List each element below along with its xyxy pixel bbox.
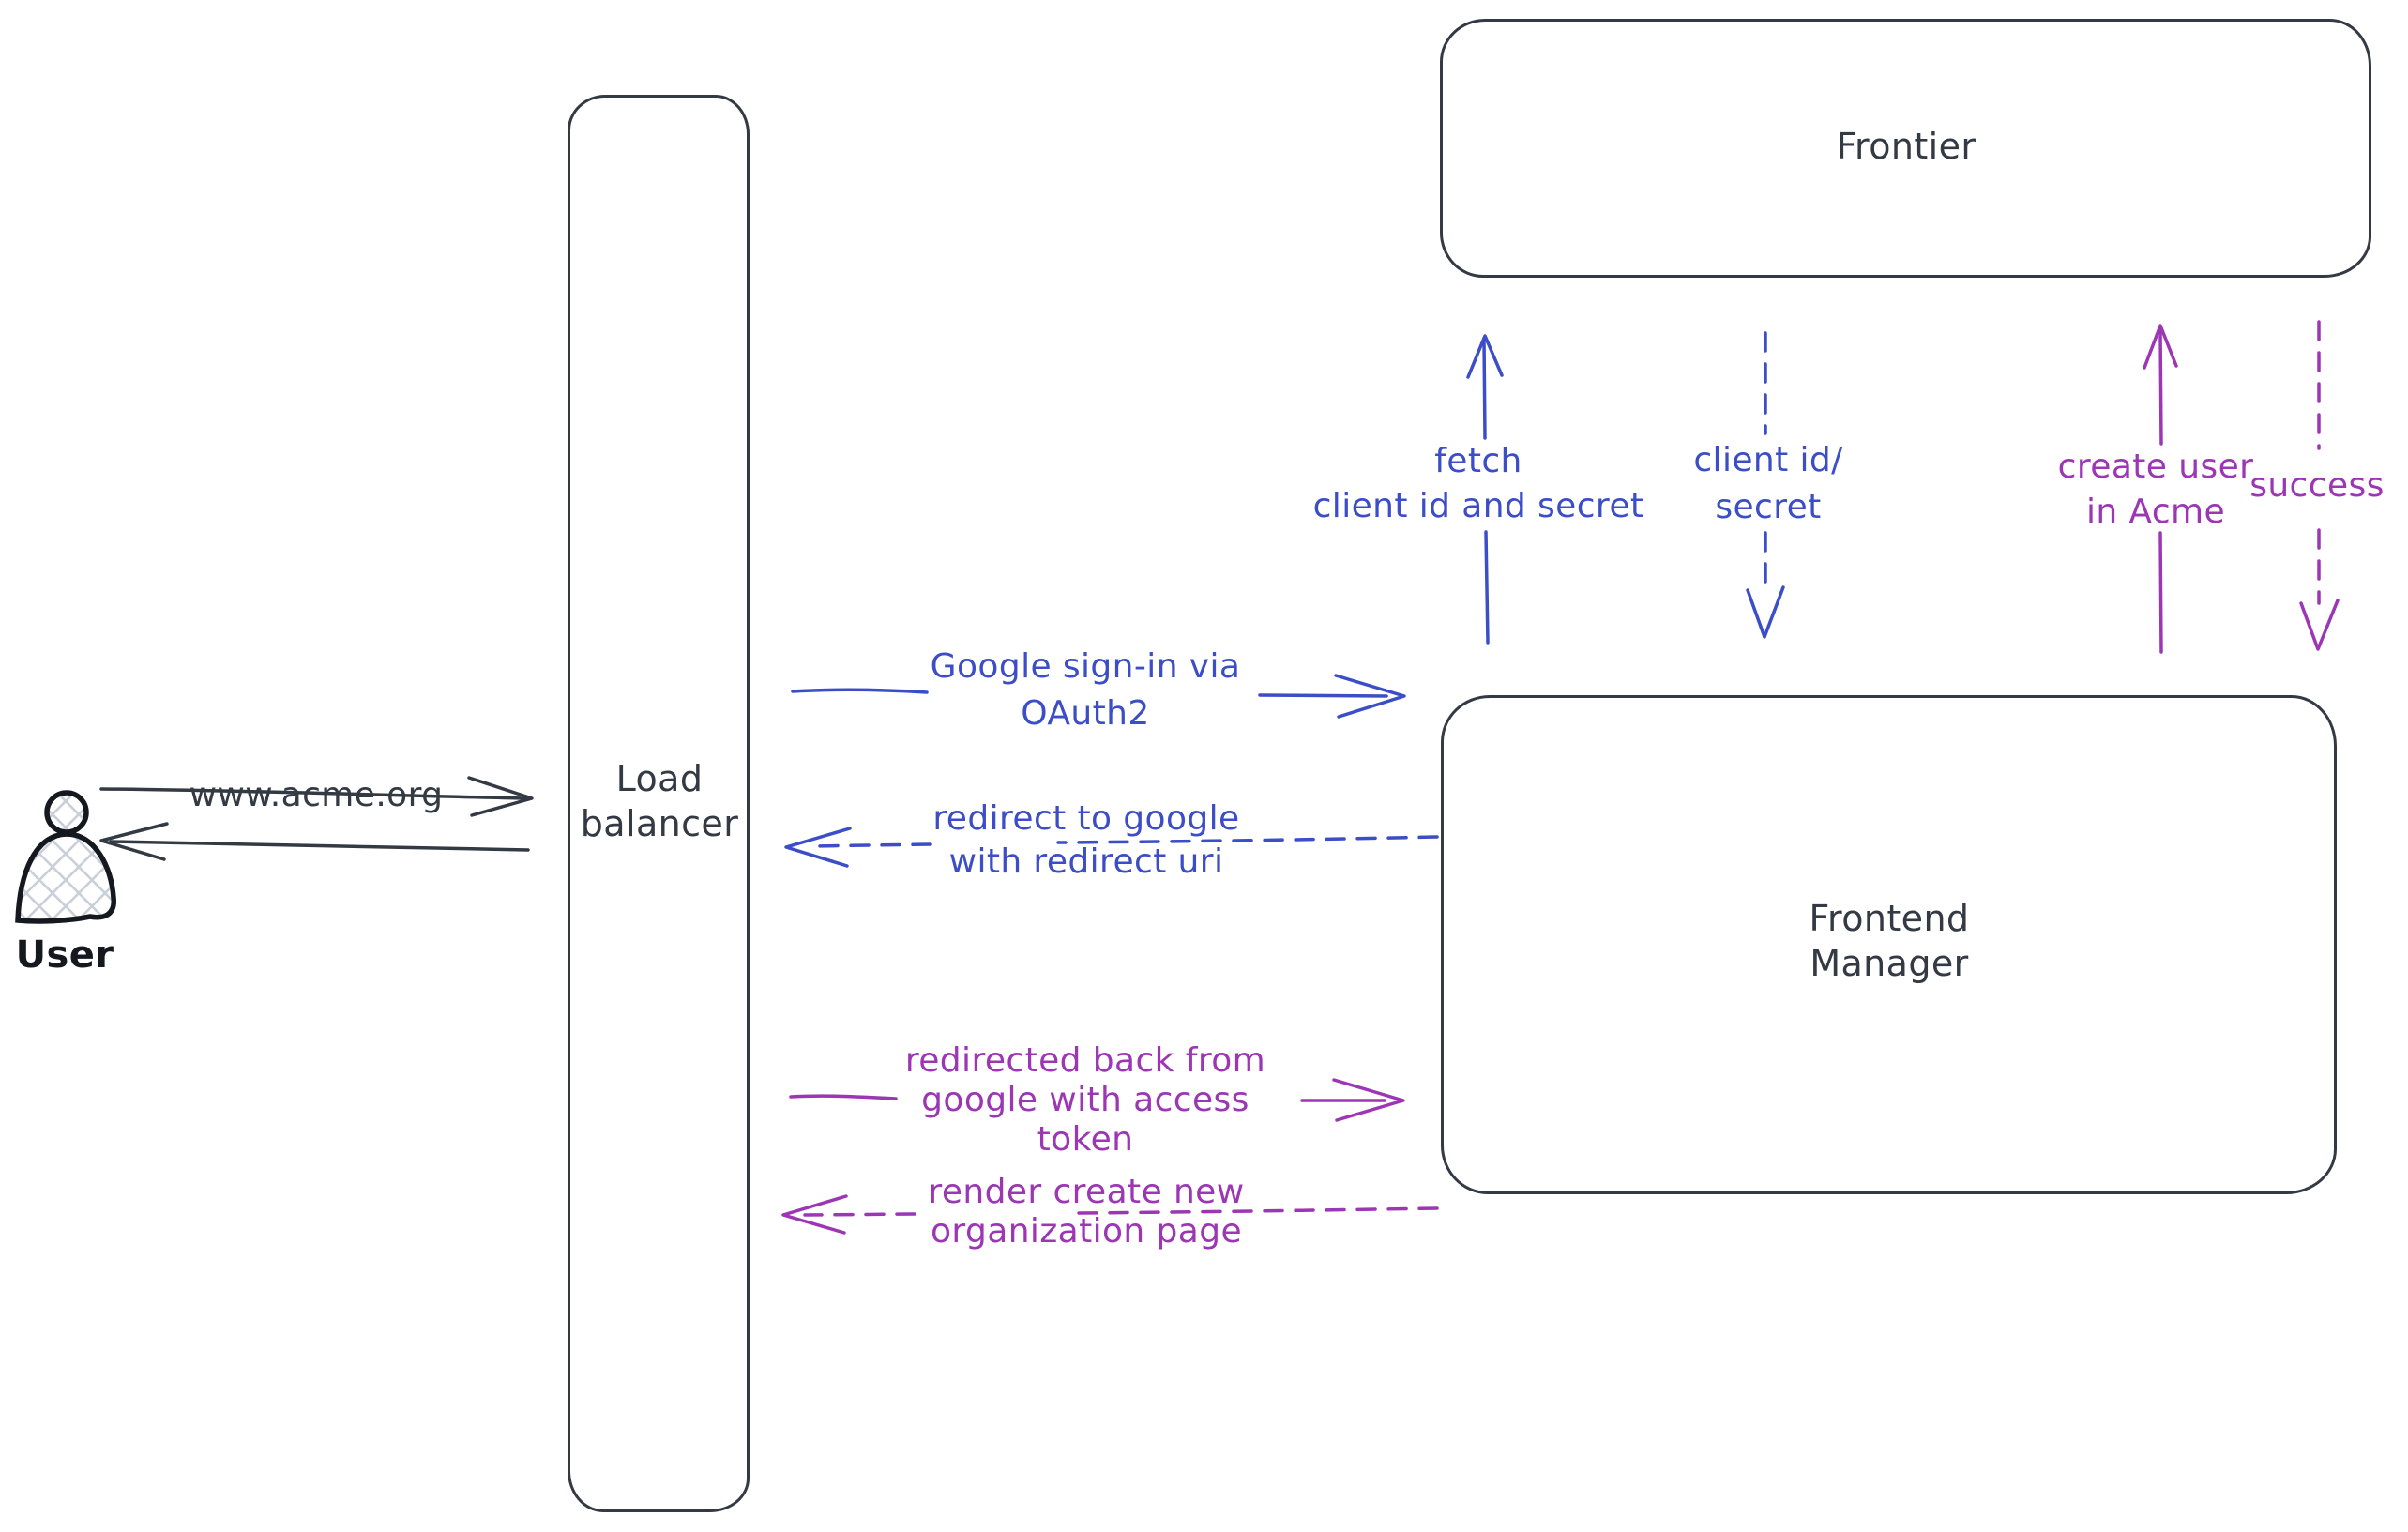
arrow-success[interactable] (2299, 320, 2340, 651)
user-body (15, 831, 116, 924)
arrow-lb-to-user[interactable] (99, 822, 530, 861)
frontend-manager-label: Frontend Manager (1809, 898, 1970, 984)
frontier-label: Frontier (1836, 126, 1976, 167)
arrow-fetch-client-secret[interactable] (1466, 334, 1504, 645)
arrow-label-render-org-page: render create new organization page (928, 1173, 1245, 1251)
arrow-label-fetch-client-secret: fetch client id and secret (1312, 442, 1644, 525)
user-head (44, 790, 89, 835)
load-balancer-label: Load balancer (580, 758, 739, 844)
arrow-label-www-acme: www.acme.org (189, 776, 444, 814)
frontier-node[interactable] (1440, 19, 2371, 278)
load-balancer-node[interactable] (568, 95, 750, 1512)
arrow-label-google-signin: Google sign-in via OAuth2 (930, 647, 1241, 733)
arrow-label-redirect-to-google: redirect to google with redirect uri (932, 799, 1240, 881)
user-label: User (15, 933, 114, 977)
arrow-google-signin[interactable] (791, 674, 1406, 719)
arrow-redirected-back[interactable] (789, 1078, 1405, 1122)
frontend-manager-node[interactable] (1441, 695, 2337, 1194)
user-figure[interactable] (15, 790, 116, 924)
arrow-redirect-to-google[interactable] (784, 827, 1439, 868)
arrow-render-org-page[interactable] (781, 1194, 1439, 1235)
arrow-label-create-user: create user in Acme (2057, 447, 2254, 531)
arrow-label-success: success (2249, 466, 2385, 505)
arrow-label-redirected-back: redirected back from google with access … (904, 1041, 1266, 1159)
arrow-www-acme[interactable] (99, 776, 534, 817)
arrow-create-user[interactable] (2143, 324, 2178, 654)
arrow-label-client-id-secret: client id/ secret (1693, 441, 1843, 526)
arrow-client-id-secret[interactable] (1746, 331, 1785, 639)
